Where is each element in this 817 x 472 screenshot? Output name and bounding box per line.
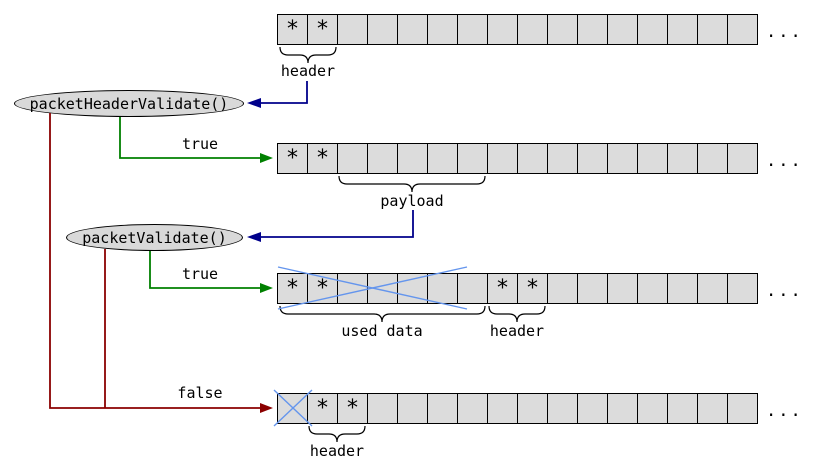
packet-cell: * bbox=[487, 273, 518, 304]
brace-header-row1 bbox=[279, 46, 337, 64]
packet-cell bbox=[637, 143, 668, 174]
packet-cell bbox=[697, 14, 728, 45]
packet-cell: * bbox=[307, 143, 338, 174]
packet-cell bbox=[697, 393, 728, 424]
packet-cell bbox=[517, 14, 548, 45]
payload-to-validator-arrowhead bbox=[247, 232, 261, 242]
packet-cell bbox=[427, 273, 458, 304]
packet-cell bbox=[697, 273, 728, 304]
packet-cell: * bbox=[337, 393, 368, 424]
packet-cell: * bbox=[307, 273, 338, 304]
false-edge bbox=[49, 113, 260, 409]
row-3-ellipsis: ... bbox=[766, 281, 803, 301]
packet-cell bbox=[397, 143, 428, 174]
packet-cell bbox=[547, 393, 578, 424]
packet-cell bbox=[427, 143, 458, 174]
brace-header-row4 bbox=[308, 425, 366, 443]
packet-row-3: **** bbox=[277, 273, 758, 304]
packet-cell bbox=[547, 14, 578, 45]
payload-to-validator-line bbox=[261, 210, 414, 238]
packet-cell: * bbox=[307, 14, 338, 45]
packet-cell bbox=[427, 393, 458, 424]
packet-cell bbox=[577, 143, 608, 174]
packet-cell bbox=[277, 393, 308, 424]
packet-cell bbox=[367, 14, 398, 45]
packet-cell bbox=[607, 393, 638, 424]
packet-cell bbox=[577, 14, 608, 45]
label-false: false bbox=[177, 384, 223, 402]
packet-cell bbox=[607, 143, 638, 174]
label-true-2: true bbox=[181, 265, 219, 283]
header-to-validator-arrowhead bbox=[247, 98, 261, 108]
row-4-ellipsis: ... bbox=[766, 401, 803, 421]
packet-cell bbox=[637, 14, 668, 45]
packet-cell bbox=[607, 273, 638, 304]
packet-cell bbox=[727, 14, 758, 45]
packet-cell bbox=[607, 14, 638, 45]
packet-cell bbox=[487, 14, 518, 45]
packet-cell bbox=[727, 273, 758, 304]
packet-row-4: ** bbox=[277, 393, 758, 424]
packet-cell bbox=[337, 273, 368, 304]
packet-cell: * bbox=[277, 14, 308, 45]
brace-used-data-row3 bbox=[279, 305, 486, 323]
packet-cell bbox=[517, 393, 548, 424]
node-packet-header-validate: packetHeaderValidate() bbox=[14, 90, 244, 117]
label-header-row4: header bbox=[309, 442, 365, 460]
packet-cell bbox=[457, 143, 488, 174]
packet-cell bbox=[727, 143, 758, 174]
packet-cell bbox=[577, 273, 608, 304]
packet-cell bbox=[697, 143, 728, 174]
label-payload: payload bbox=[380, 192, 444, 210]
header-to-validator-line bbox=[261, 81, 308, 104]
packet-cell bbox=[367, 393, 398, 424]
row-1-ellipsis: ... bbox=[766, 22, 803, 42]
label-header-row3: header bbox=[489, 322, 545, 340]
packet-cell bbox=[397, 14, 428, 45]
packet-row-2: ** bbox=[277, 143, 758, 174]
packet-cell: * bbox=[277, 143, 308, 174]
packet-cell bbox=[367, 273, 398, 304]
packet-cell: * bbox=[307, 393, 338, 424]
brace-payload-row2 bbox=[338, 175, 486, 193]
packet-cell: * bbox=[277, 273, 308, 304]
packet-cell bbox=[397, 273, 428, 304]
packet-cell bbox=[487, 143, 518, 174]
packet-cell bbox=[667, 143, 698, 174]
packet-cell bbox=[487, 393, 518, 424]
true-edge-1-arrowhead bbox=[260, 153, 273, 163]
node-packet-validate: packetValidate() bbox=[66, 224, 243, 251]
packet-cell bbox=[547, 273, 578, 304]
packet-cell bbox=[727, 393, 758, 424]
packet-cell bbox=[397, 393, 428, 424]
label-true-1: true bbox=[181, 135, 219, 153]
label-used-data: used data bbox=[341, 322, 423, 340]
packet-cell bbox=[337, 14, 368, 45]
packet-cell bbox=[637, 393, 668, 424]
packet-cell bbox=[337, 143, 368, 174]
packet-cell bbox=[577, 393, 608, 424]
true-edge-2-arrowhead bbox=[260, 283, 273, 293]
packet-cell bbox=[667, 14, 698, 45]
packet-cell bbox=[517, 143, 548, 174]
packet-cell bbox=[457, 273, 488, 304]
label-header-row1: header bbox=[280, 62, 336, 80]
packet-row-1: ** bbox=[277, 14, 758, 45]
packet-cell bbox=[427, 14, 458, 45]
packet-cell bbox=[667, 273, 698, 304]
packet-cell bbox=[667, 393, 698, 424]
node-packet-header-validate-label: packetHeaderValidate() bbox=[29, 94, 229, 113]
packet-cell bbox=[547, 143, 578, 174]
row-2-ellipsis: ... bbox=[766, 151, 803, 171]
packet-cell bbox=[457, 14, 488, 45]
packet-cell bbox=[637, 273, 668, 304]
packet-cell: * bbox=[517, 273, 548, 304]
node-packet-validate-label: packetValidate() bbox=[82, 228, 227, 247]
brace-header-row3 bbox=[488, 305, 546, 323]
false-edge-arrowhead bbox=[260, 403, 273, 413]
packet-cell bbox=[367, 143, 398, 174]
packet-cell bbox=[457, 393, 488, 424]
